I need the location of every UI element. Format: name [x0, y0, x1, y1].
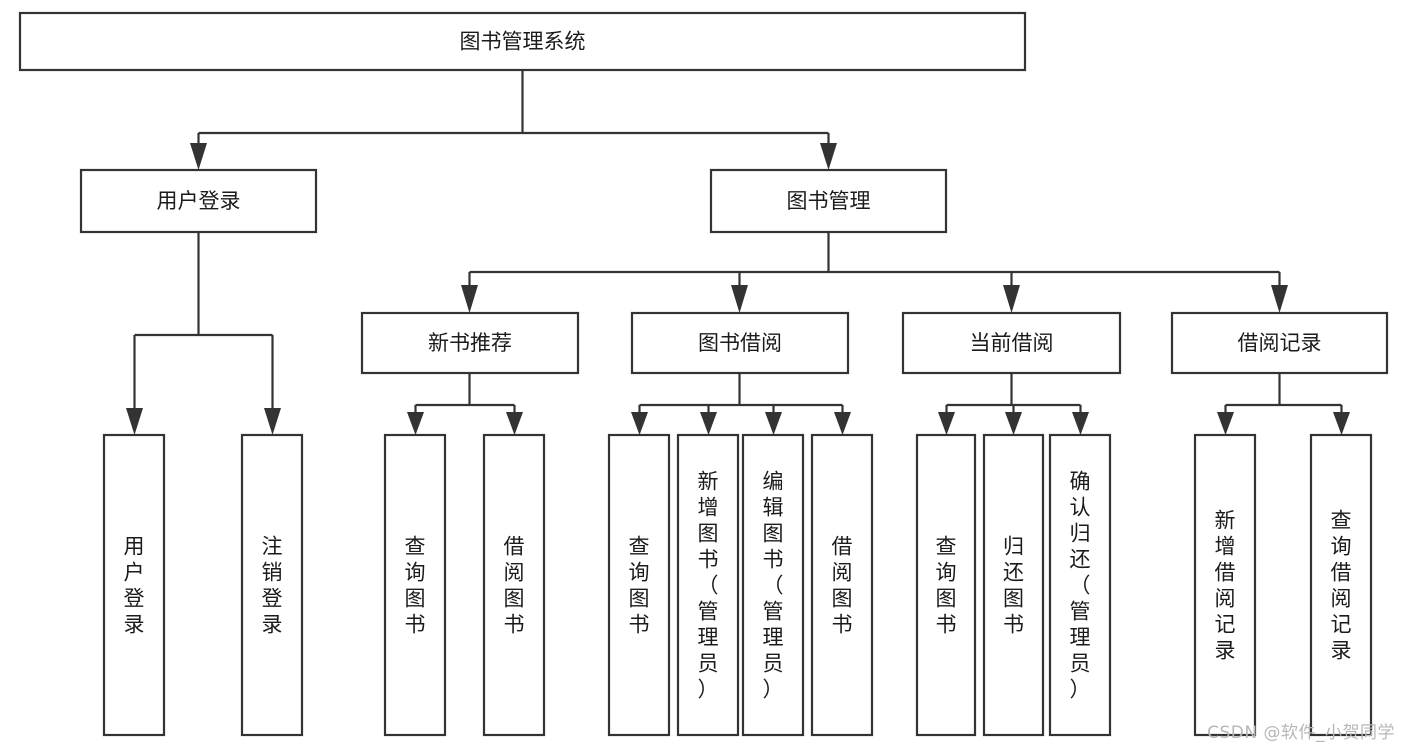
node-level3-2[interactable]: 当前借阅: [901, 311, 1122, 375]
arrow-icon: [765, 412, 782, 435]
arrow-icon: [731, 285, 748, 313]
node-leaf-0-label: 用户登录: [124, 534, 145, 636]
arrow-icon: [1271, 285, 1288, 313]
arrow-icon: [1003, 285, 1020, 313]
node-leaf-12-rect[interactable]: [1309, 433, 1373, 737]
arrow-icon: [461, 285, 478, 313]
arrow-icon: [820, 143, 837, 170]
node-leaf-11[interactable]: 新增借阅记录: [1193, 433, 1257, 737]
node-level3-3[interactable]: 借阅记录: [1170, 311, 1389, 375]
node-leaf-1-rect[interactable]: [240, 433, 304, 737]
arrow-icon: [1005, 412, 1022, 435]
node-root-book-management-system-label: 图书管理系统: [460, 30, 586, 54]
arrow-icon: [938, 412, 955, 435]
arrow-icon: [126, 408, 143, 435]
node-layer: 图书管理系统用户登录图书管理新书推荐图书借阅当前借阅借阅记录用户登录注销登录查询…: [18, 11, 1389, 737]
node-leaf-8[interactable]: 查询图书: [915, 433, 977, 737]
node-leaf-8-rect[interactable]: [915, 433, 977, 737]
node-level2-1-rect[interactable]: [709, 168, 948, 234]
node-leaf-3[interactable]: 借阅图书: [482, 433, 546, 737]
arrow-icon: [1217, 412, 1234, 435]
node-leaf-12[interactable]: 查询借阅记录: [1309, 433, 1373, 737]
node-leaf-11-label: 新增借阅记录: [1215, 508, 1236, 662]
node-level3-3-label: 借阅记录: [1238, 331, 1322, 355]
node-leaf-2-rect[interactable]: [383, 433, 447, 737]
arrow-icon: [1333, 412, 1350, 435]
node-level3-1[interactable]: 图书借阅: [630, 311, 850, 375]
arrow-icon: [506, 412, 523, 435]
node-leaf-11-rect[interactable]: [1193, 433, 1257, 737]
node-leaf-8-label: 查询图书: [936, 534, 957, 636]
node-level3-1-label: 图书借阅: [698, 331, 782, 355]
node-leaf-2[interactable]: 查询图书: [383, 433, 447, 737]
node-leaf-9-label: 归还图书: [1003, 534, 1024, 636]
node-level3-0-rect[interactable]: [360, 311, 580, 375]
arrow-head-layer: [126, 143, 1350, 435]
arrow-icon: [1072, 412, 1089, 435]
arrow-icon: [631, 412, 648, 435]
node-level3-3-rect[interactable]: [1170, 311, 1389, 375]
node-leaf-6-label: 编辑图书（管理员）: [763, 469, 784, 701]
node-leaf-7-label: 借阅图书: [832, 534, 853, 636]
node-leaf-10-label: 确认归还（管理员）: [1070, 469, 1091, 701]
node-level3-1-rect[interactable]: [630, 311, 850, 375]
node-root-book-management-system[interactable]: 图书管理系统: [18, 11, 1027, 72]
node-leaf-9-rect[interactable]: [982, 433, 1045, 737]
node-level2-1-label: 图书管理: [787, 189, 871, 213]
arrow-icon: [834, 412, 851, 435]
arrow-icon: [407, 412, 424, 435]
node-level3-2-label: 当前借阅: [970, 331, 1054, 355]
arrow-icon: [190, 143, 207, 170]
node-level3-2-rect[interactable]: [901, 311, 1122, 375]
node-leaf-1[interactable]: 注销登录: [240, 433, 304, 737]
node-leaf-5-rect[interactable]: [676, 433, 740, 737]
node-leaf-4-label: 查询图书: [629, 534, 650, 636]
node-level2-0-rect[interactable]: [79, 168, 318, 234]
node-leaf-10[interactable]: 确认归还（管理员）: [1048, 433, 1112, 737]
node-level3-0-label: 新书推荐: [428, 331, 512, 355]
node-leaf-1-label: 注销登录: [262, 534, 283, 636]
node-leaf-4[interactable]: 查询图书: [607, 433, 671, 737]
node-level2-0[interactable]: 用户登录: [79, 168, 318, 234]
node-leaf-4-rect[interactable]: [607, 433, 671, 737]
node-level3-0[interactable]: 新书推荐: [360, 311, 580, 375]
node-leaf-3-rect[interactable]: [482, 433, 546, 737]
node-leaf-7[interactable]: 借阅图书: [810, 433, 874, 737]
node-leaf-12-label: 查询借阅记录: [1331, 508, 1352, 662]
node-leaf-0[interactable]: 用户登录: [102, 433, 166, 737]
node-leaf-9[interactable]: 归还图书: [982, 433, 1045, 737]
arrow-icon: [700, 412, 717, 435]
node-leaf-2-label: 查询图书: [405, 534, 426, 636]
node-leaf-6-rect[interactable]: [741, 433, 805, 737]
node-leaf-6[interactable]: 编辑图书（管理员）: [741, 433, 805, 737]
node-level2-0-label: 用户登录: [157, 189, 241, 213]
node-root-book-management-system-rect[interactable]: [18, 11, 1027, 72]
node-leaf-3-label: 借阅图书: [504, 534, 525, 636]
node-leaf-0-rect[interactable]: [102, 433, 166, 737]
node-leaf-5[interactable]: 新增图书（管理员）: [676, 433, 740, 737]
node-leaf-7-rect[interactable]: [810, 433, 874, 737]
node-level2-1[interactable]: 图书管理: [709, 168, 948, 234]
arrow-icon: [264, 408, 281, 435]
node-leaf-10-rect[interactable]: [1048, 433, 1112, 737]
node-leaf-5-label: 新增图书（管理员）: [698, 469, 719, 701]
